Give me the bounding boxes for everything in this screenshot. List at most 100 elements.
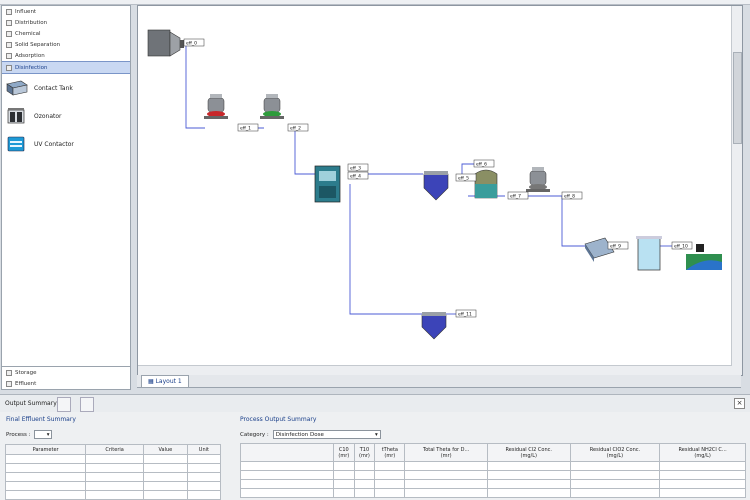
- ozonator-unit[interactable]: [260, 94, 284, 119]
- table-cell[interactable]: [333, 461, 355, 471]
- table-cell[interactable]: [333, 488, 355, 498]
- stream-tag[interactable]: eff_11: [455, 309, 477, 318]
- table-cell[interactable]: [569, 461, 661, 471]
- category-effluent[interactable]: Effluent: [2, 378, 130, 389]
- table-cell[interactable]: [4, 463, 87, 473]
- table-cell[interactable]: [240, 470, 334, 480]
- ozonator-unit[interactable]: [204, 94, 228, 119]
- table-cell[interactable]: [569, 470, 661, 480]
- effluent-outlet[interactable]: [686, 244, 722, 270]
- table-cell[interactable]: [240, 479, 334, 489]
- table-cell[interactable]: [85, 454, 145, 464]
- stream-tag[interactable]: eff_4: [347, 171, 369, 180]
- table-cell[interactable]: [404, 479, 488, 489]
- table-cell[interactable]: [486, 461, 571, 471]
- category-storage[interactable]: Storage: [2, 367, 130, 378]
- contact-tank-icon: [6, 80, 28, 96]
- tab-layout-1[interactable]: ▦ Layout 1: [141, 375, 189, 387]
- stream-tag[interactable]: eff_7: [507, 191, 529, 200]
- stream-tag[interactable]: eff_6: [473, 159, 495, 168]
- horizontal-scrollbar[interactable]: [138, 365, 732, 375]
- table-cell[interactable]: [486, 470, 571, 480]
- scroll-thumb[interactable]: [733, 52, 742, 144]
- table-cell[interactable]: [374, 488, 406, 498]
- copy-icon[interactable]: [80, 397, 94, 412]
- table-cell[interactable]: [85, 481, 145, 491]
- table-cell[interactable]: [143, 490, 188, 500]
- table-cell[interactable]: [374, 470, 406, 480]
- stream-tag[interactable]: eff_2: [287, 123, 309, 132]
- stream-tag[interactable]: eff_3: [347, 163, 369, 172]
- stream-tag[interactable]: eff_5: [455, 173, 477, 182]
- vertical-scrollbar[interactable]: [731, 6, 742, 375]
- category-disinfection[interactable]: Disinfection: [2, 61, 130, 74]
- clarifier-unit[interactable]: [421, 312, 447, 340]
- table-cell[interactable]: [4, 490, 87, 500]
- table-cell[interactable]: [4, 454, 87, 464]
- table-cell[interactable]: [374, 461, 406, 471]
- stream-tag[interactable]: eff_10: [671, 241, 693, 250]
- chevron-down-icon: ▾: [46, 431, 50, 438]
- table-cell[interactable]: [85, 463, 145, 473]
- category-solid-separation[interactable]: Solid Separation: [2, 39, 130, 50]
- table-cell[interactable]: [186, 472, 222, 482]
- category-chemical[interactable]: Chemical: [2, 28, 130, 39]
- table-cell[interactable]: [85, 490, 145, 500]
- table-cell[interactable]: [240, 488, 334, 498]
- ozonator-unit[interactable]: [526, 167, 550, 192]
- uv-contactor-unit[interactable]: [584, 237, 615, 262]
- stream-tag[interactable]: eff_0: [183, 38, 205, 47]
- table-cell[interactable]: [659, 479, 746, 489]
- table-cell[interactable]: [4, 481, 87, 491]
- export-icon[interactable]: [57, 397, 71, 412]
- table-cell[interactable]: [143, 481, 188, 491]
- process-dropdown[interactable]: ▾: [34, 430, 53, 439]
- table-cell[interactable]: [85, 472, 145, 482]
- filter-unit[interactable]: [314, 165, 341, 203]
- table-cell[interactable]: [240, 461, 334, 471]
- clarifier-unit[interactable]: [423, 171, 449, 201]
- table-cell[interactable]: [333, 470, 355, 480]
- table-cell[interactable]: [4, 472, 87, 482]
- table-cell[interactable]: [353, 488, 376, 498]
- table-cell[interactable]: [143, 454, 188, 464]
- stream-tag[interactable]: eff_8: [561, 191, 583, 200]
- category-dropdown[interactable]: Disinfection Dose▾: [272, 430, 381, 439]
- table-cell[interactable]: [143, 463, 188, 473]
- category-influent[interactable]: Influent: [2, 6, 130, 17]
- table-cell[interactable]: [333, 479, 355, 489]
- table-cell[interactable]: [186, 490, 222, 500]
- table-cell[interactable]: [353, 470, 376, 480]
- table-cell[interactable]: [186, 463, 222, 473]
- table-cell[interactable]: [486, 479, 571, 489]
- table-cell[interactable]: [569, 488, 661, 498]
- table-cell[interactable]: [659, 488, 746, 498]
- stream-tag[interactable]: eff_1: [237, 123, 259, 132]
- table-cell[interactable]: [186, 454, 222, 464]
- category-adsorption[interactable]: Adsorption: [2, 50, 130, 61]
- table-cell[interactable]: [659, 461, 746, 471]
- table-cell[interactable]: [143, 472, 188, 482]
- table-cell[interactable]: [353, 479, 376, 489]
- table-cell[interactable]: [186, 481, 222, 491]
- tool-uv-contactor[interactable]: UV Contactor: [2, 130, 130, 158]
- table-cell[interactable]: [659, 470, 746, 480]
- category-distribution[interactable]: Distribution: [2, 17, 130, 28]
- influent-source[interactable]: [147, 29, 184, 57]
- contact-tank-unit[interactable]: [474, 169, 498, 199]
- stream-tag[interactable]: eff_9: [607, 241, 629, 250]
- storage-tank-unit[interactable]: [636, 236, 662, 271]
- close-icon[interactable]: ×: [734, 398, 745, 409]
- table-cell[interactable]: [374, 479, 406, 489]
- table-cell[interactable]: [404, 470, 488, 480]
- table-cell[interactable]: [353, 461, 376, 471]
- tool-contact-tank[interactable]: Contact Tank: [2, 74, 130, 102]
- table-cell[interactable]: [569, 479, 661, 489]
- category-selector-row: Category : Disinfection Dose▾: [240, 430, 381, 439]
- tool-ozonator[interactable]: Ozonator: [2, 102, 130, 130]
- table-cell[interactable]: [404, 461, 488, 471]
- table-cell[interactable]: [486, 488, 571, 498]
- table-cell[interactable]: [404, 488, 488, 498]
